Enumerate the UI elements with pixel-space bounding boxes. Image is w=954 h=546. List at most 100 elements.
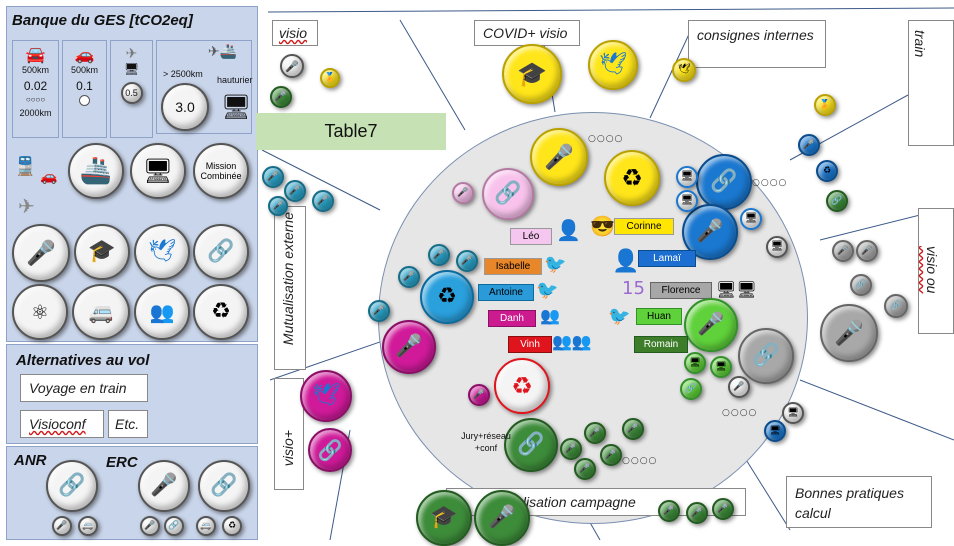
grey-small-podium-circle[interactable]: 🎤: [728, 376, 750, 398]
network-icon: 🔗: [317, 438, 343, 462]
grey-monitor-circle[interactable]: 🖥: [766, 236, 788, 258]
table-green-podium-circle[interactable]: 🎤: [684, 298, 738, 352]
teal-small-circle[interactable]: 🎤: [262, 166, 284, 188]
covid-graduate-circle[interactable]: 🎓: [502, 44, 562, 104]
field-trip-circle[interactable]: 🚐: [72, 284, 130, 340]
ship-circle[interactable]: 🚢: [68, 143, 124, 199]
green-small-monitor-circle[interactable]: 🖥: [710, 356, 732, 378]
bird-circle[interactable]: 🕊: [134, 224, 190, 280]
table-red-cycle-circle[interactable]: ♻: [494, 358, 550, 414]
green-small-circle[interactable]: 🔗: [680, 378, 702, 400]
synchrotron-circle[interactable]: ⚛: [12, 284, 68, 340]
right-blue-cycle-circle[interactable]: ♻: [816, 160, 838, 182]
podium-green-small-circle[interactable]: 🎤: [270, 86, 292, 108]
yellow-small-circle[interactable]: 🏅: [320, 68, 340, 88]
green-small-circle[interactable]: 🎤: [622, 418, 644, 440]
covid-bird-circle[interactable]: 🕊: [588, 40, 638, 90]
podium-small-circle[interactable]: 🎤: [280, 54, 304, 78]
monitor-small-circle[interactable]: 🖥: [782, 402, 804, 424]
transport-tile-long-haul[interactable]: ✈🚢 > 2500km hauturier 3.0 🖥: [156, 40, 253, 134]
small-network-circle[interactable]: 🔗: [164, 516, 184, 536]
small-trip-circle[interactable]: 🚐: [196, 516, 216, 536]
mission-combinee-circle[interactable]: Mission Combinée: [193, 143, 249, 199]
audience-circle[interactable]: 👥: [134, 284, 190, 340]
table-lblue-cycle-circle[interactable]: ♻: [420, 270, 474, 324]
table-cycle-circle[interactable]: ♻: [604, 150, 660, 206]
right-yellow-circle[interactable]: 🏅: [814, 94, 836, 116]
table-pink-network-circle[interactable]: 🔗: [482, 168, 534, 220]
campagne-podium-circle[interactable]: 🎤: [474, 490, 530, 546]
small-podium-circle[interactable]: 🎤: [140, 516, 160, 536]
small-cycle-circle[interactable]: ♻: [222, 516, 242, 536]
right-grey-circle[interactable]: 🎤: [856, 240, 878, 262]
green-small-circle[interactable]: 🎤: [584, 422, 606, 444]
podium-icon: 🎤: [433, 249, 445, 260]
magenta-small-circle[interactable]: 🎤: [468, 384, 490, 406]
teal-small-circle[interactable]: 🎤: [268, 196, 288, 216]
blue-monitor-circle[interactable]: 🖥: [676, 190, 698, 212]
graduate-circle[interactable]: 🎓: [74, 224, 130, 280]
table-pink-small-circle[interactable]: 🎤: [452, 182, 474, 204]
green-small-monitor-circle[interactable]: 🖥: [684, 352, 706, 374]
visioconf-alternative[interactable]: Visioconf: [20, 410, 104, 438]
train-alternative[interactable]: Voyage en train: [20, 374, 148, 402]
visio-plus-network-circle[interactable]: 🔗: [308, 428, 352, 472]
transport-tile-car-short[interactable]: 🚘 500km 0.02 ○○○○ 2000km: [12, 40, 59, 138]
table-grey-network-circle[interactable]: 🔗: [738, 328, 794, 384]
etc-alternative[interactable]: Etc.: [108, 410, 148, 438]
network-circle[interactable]: 🔗: [193, 224, 249, 280]
consignes-bird-circle[interactable]: 🕊: [672, 58, 696, 82]
podium-icon: 🎤: [488, 505, 516, 530]
ges-bank-title: Banque du GES [tCO2eq]: [12, 12, 193, 29]
erc-podium-circle[interactable]: 🎤: [138, 460, 190, 512]
table-magenta-podium-circle[interactable]: 🎤: [382, 320, 436, 374]
teal-small-circle[interactable]: 🎤: [284, 180, 306, 202]
green-small-circle[interactable]: 🎤: [686, 502, 708, 524]
podium-icon: 🎤: [697, 312, 725, 337]
table-podium-circle[interactable]: 🎤: [530, 128, 588, 186]
small-podium-circle[interactable]: 🎤: [52, 516, 72, 536]
teal-small-circle[interactable]: 🎤: [428, 244, 450, 266]
hummingbird-icon: 🐦: [536, 280, 559, 300]
green-small-circle[interactable]: 🎤: [712, 498, 734, 520]
small-trip-circle[interactable]: 🚐: [78, 516, 98, 536]
right-grey-podium-circle[interactable]: 🎤: [820, 304, 878, 362]
field-trip-icon: 🚐: [82, 520, 94, 531]
plane-icon: ✈: [125, 45, 138, 61]
blue-small-monitor-circle[interactable]: 🖥: [764, 420, 786, 442]
table-blue-network-circle[interactable]: 🔗: [696, 154, 752, 210]
podium-icon: 🎤: [691, 507, 703, 518]
teal-small-circle[interactable]: 🎤: [312, 190, 334, 212]
green-small-circle[interactable]: 🎤: [574, 458, 596, 480]
right-grey-network-circle[interactable]: 🔗: [850, 274, 872, 296]
jury-network-circle[interactable]: 🔗: [504, 418, 558, 472]
transport-tile-car-long[interactable]: 🚗 500km 0.1: [62, 40, 107, 138]
right-grey-network-circle[interactable]: 🔗: [884, 294, 908, 318]
person-label-lamai: Lamaï: [638, 250, 696, 267]
right-green-network-circle[interactable]: 🔗: [826, 190, 848, 212]
blue-monitor-circle[interactable]: 🖥: [676, 166, 698, 188]
green-small-circle[interactable]: 🎤: [658, 500, 680, 522]
teal-small-circle[interactable]: 🎤: [398, 266, 420, 288]
teal-small-circle[interactable]: 🎤: [368, 300, 390, 322]
anr-network-circle[interactable]: 🔗: [46, 460, 98, 512]
podium-circle[interactable]: 🎤: [12, 224, 70, 282]
visio-plus-bird-circle[interactable]: 🕊: [300, 370, 352, 422]
cycle-circle[interactable]: ♻: [193, 284, 249, 340]
network-icon: 🔗: [494, 181, 522, 206]
transport-tile-plane-short[interactable]: ✈ 🖥 0.5: [110, 40, 153, 138]
right-blue-podium-circle[interactable]: 🎤: [798, 134, 820, 156]
hummingbird-icon: 🐦: [544, 254, 567, 274]
blue-monitor-circle[interactable]: 🖥: [740, 208, 762, 230]
erc-network-circle[interactable]: 🔗: [198, 460, 250, 512]
campagne-graduate-circle[interactable]: 🎓: [416, 490, 472, 546]
green-small-circle[interactable]: 🎤: [560, 438, 582, 460]
value-circle: 3.0: [161, 83, 209, 131]
green-small-circle[interactable]: 🎤: [600, 444, 622, 466]
hummingbird-icon: 🐦: [608, 306, 631, 326]
right-grey-circle[interactable]: 🎤: [832, 240, 854, 262]
network-icon: 🔗: [890, 300, 902, 311]
monitor-circle[interactable]: 🖥: [130, 143, 186, 199]
car-icon: 🚗: [74, 47, 95, 64]
teal-small-circle[interactable]: 🎤: [456, 250, 478, 272]
